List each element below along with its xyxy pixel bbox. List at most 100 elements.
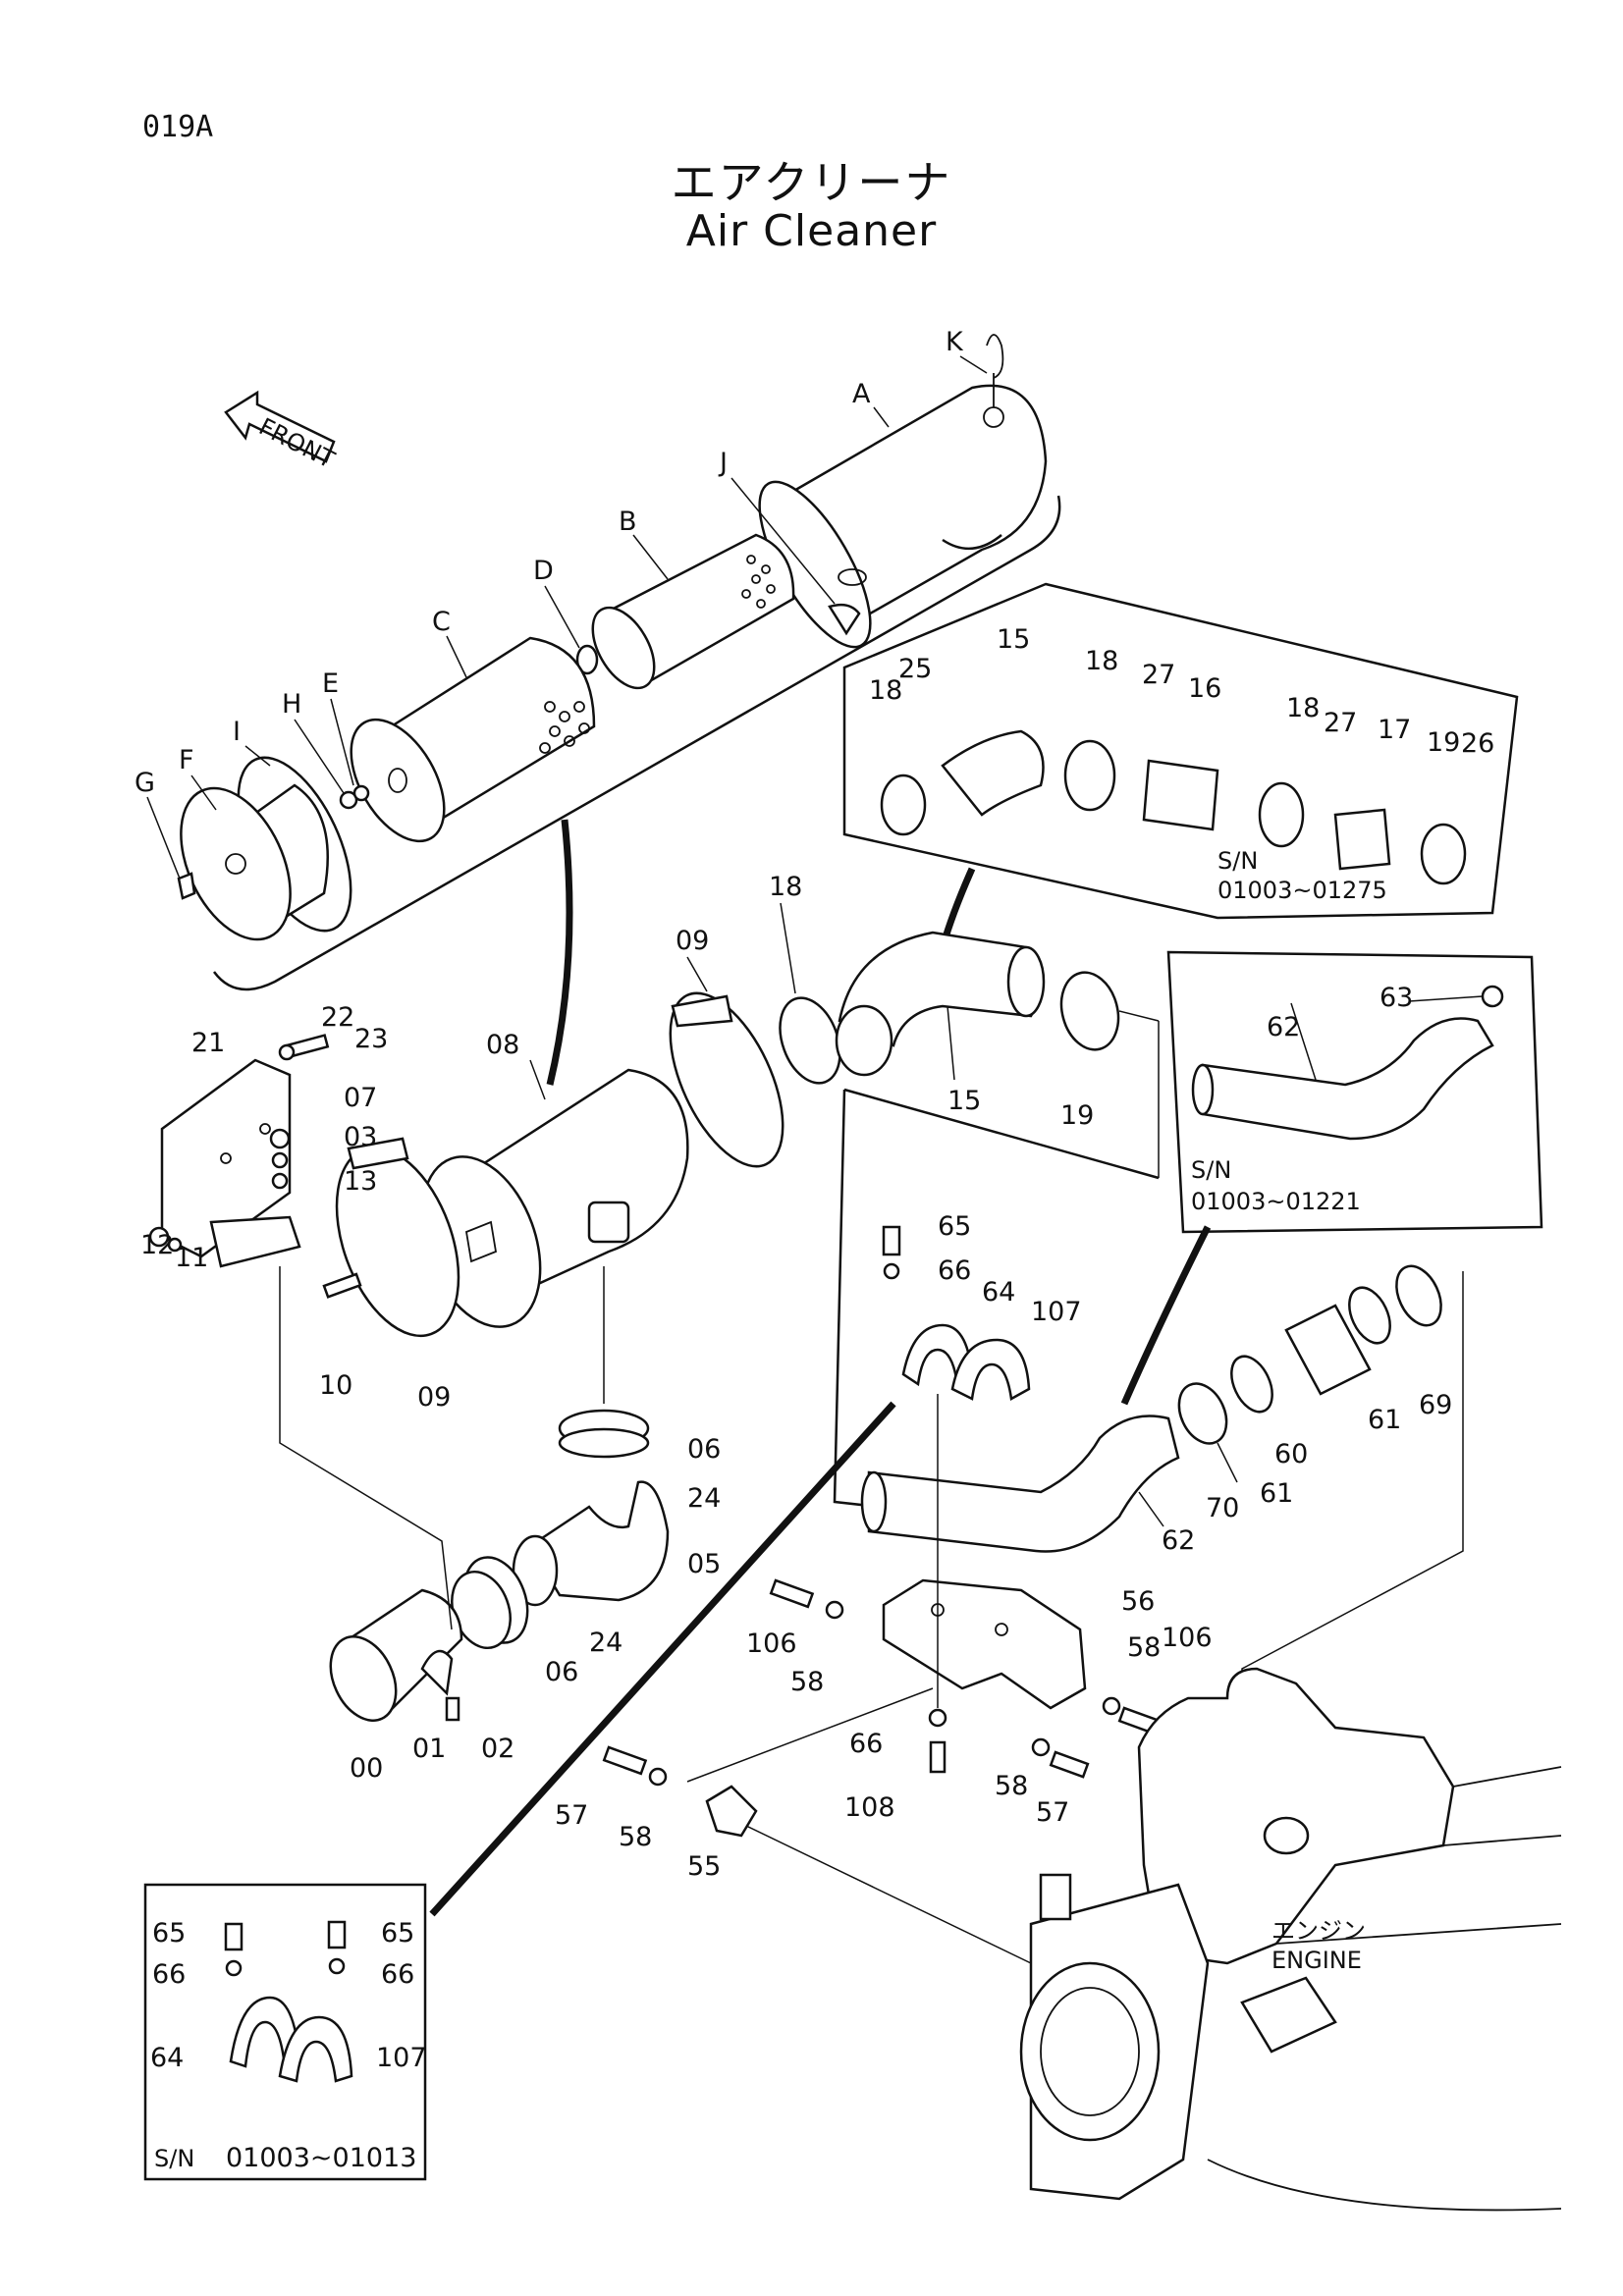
plate-55-line — [686, 1687, 1032, 1964]
leader-lines — [146, 355, 1484, 1527]
callout-69: 69 — [1419, 1390, 1452, 1420]
callout-108: 108 — [844, 1792, 895, 1823]
nut-07 — [269, 1128, 291, 1149]
nut-g — [177, 872, 196, 900]
callout-25: 25 — [898, 654, 932, 684]
front-arrow: FRONT — [224, 390, 339, 474]
cover-f — [180, 783, 329, 941]
callout-106b: 106 — [1162, 1623, 1213, 1653]
callout-65c: 65 — [381, 1918, 414, 1949]
elbow-15-mid — [835, 931, 1046, 1077]
callout-e: E — [322, 668, 339, 699]
callout-24b: 24 — [589, 1628, 622, 1658]
inset-mid-frame — [1166, 950, 1543, 1234]
front-label: FRONT — [254, 412, 339, 473]
callout-00: 00 — [350, 1753, 383, 1784]
page-id: 019A — [142, 110, 214, 144]
callout-11: 11 — [175, 1243, 208, 1273]
bracket-21 — [160, 1058, 301, 1268]
callout-08: 08 — [486, 1030, 519, 1060]
callout-10: 10 — [319, 1370, 352, 1401]
hose-60 — [1284, 1304, 1372, 1396]
callout-107b: 107 — [376, 2043, 427, 2073]
pipe-00 — [329, 1588, 463, 1722]
callout-18a: 18 — [869, 675, 902, 706]
nut-12 — [148, 1226, 170, 1248]
element-c — [350, 636, 596, 843]
callout-61a: 61 — [1260, 1478, 1293, 1509]
bracket-group-64-107 — [882, 1225, 1031, 1401]
callout-70: 70 — [1206, 1493, 1239, 1523]
callout-65a: 65 — [938, 1211, 971, 1242]
engine-label-jp: エンジン — [1271, 1917, 1366, 1945]
housing-a — [758, 384, 1048, 649]
inset-lower-parts — [224, 1920, 353, 2083]
pipe-62 — [860, 1415, 1180, 1553]
callout-55: 55 — [687, 1851, 721, 1882]
callout-22: 22 — [321, 1002, 354, 1033]
callout-15b: 15 — [947, 1086, 981, 1116]
nut-d — [575, 644, 599, 675]
washer-13 — [271, 1172, 289, 1190]
washer-11 — [167, 1237, 183, 1253]
elbow-05 — [512, 1480, 670, 1607]
callout-03: 03 — [344, 1122, 377, 1152]
callout-a: A — [852, 379, 871, 409]
connector-lower-inset — [429, 1401, 896, 1917]
element-b — [591, 533, 795, 690]
bolt-57-left — [602, 1745, 648, 1776]
clamp-18-mid — [779, 996, 841, 1085]
bracket-group-line — [279, 1266, 453, 1630]
band-24-upper — [558, 1427, 650, 1459]
callout-09a: 09 — [676, 926, 709, 956]
washer-58-lower — [1031, 1737, 1051, 1757]
assembly-bracket-upper — [212, 495, 1061, 991]
callout-58b: 58 — [1127, 1632, 1161, 1663]
callout-66c: 66 — [152, 1959, 186, 1990]
callout-58d: 58 — [995, 1771, 1028, 1801]
callout-58a: 58 — [790, 1667, 824, 1697]
inset-upper-sn-range: 01003~01275 — [1217, 877, 1387, 904]
inset-lower-sn-range: 01003~01013 — [226, 2143, 416, 2173]
clamp-19-mid — [1059, 971, 1120, 1051]
callout-02: 02 — [481, 1734, 514, 1764]
callout-01: 01 — [412, 1734, 446, 1764]
callout-13: 13 — [344, 1166, 377, 1197]
callout-19b: 19 — [1060, 1100, 1094, 1131]
clamp-09-lower-latch — [347, 1137, 409, 1170]
indicator-k — [986, 334, 1004, 407]
bolt-108 — [929, 1740, 947, 1774]
callout-60: 60 — [1274, 1439, 1308, 1469]
callout-66d: 66 — [381, 1959, 414, 1990]
callout-f: F — [179, 745, 194, 775]
inset-mid-sn-label: S/N — [1191, 1156, 1231, 1184]
callout-05: 05 — [687, 1549, 721, 1579]
callout-k: K — [946, 327, 964, 357]
callout-56: 56 — [1121, 1586, 1155, 1617]
clamp-70 — [1177, 1382, 1228, 1445]
callout-06b: 06 — [545, 1657, 578, 1687]
engine-block — [1019, 1667, 1562, 2212]
callout-26: 26 — [1461, 728, 1494, 759]
callout-labels: A B C D E F G H I J K 00 01 02 03 05 06 … — [135, 327, 1494, 2173]
inset-upper-frame — [842, 582, 1519, 920]
callout-62a: 62 — [1162, 1525, 1195, 1556]
connector-inset-mid — [1120, 1225, 1212, 1406]
inset-lower-frame — [143, 1883, 427, 2181]
plate-55 — [705, 1785, 758, 1838]
callout-64a: 64 — [982, 1277, 1015, 1308]
bolt-106-left — [769, 1578, 815, 1609]
callout-57a: 57 — [555, 1800, 588, 1831]
callout-61b: 61 — [1368, 1405, 1401, 1435]
inset-lower-sn-label: S/N — [154, 2145, 194, 2172]
clamp-09-upper-latch — [671, 994, 733, 1028]
clamp-09-upper — [669, 991, 784, 1168]
engine-label-en: ENGINE — [1271, 1947, 1362, 1974]
title-japanese: エアクリーナ — [671, 156, 952, 209]
callout-18b: 18 — [1085, 646, 1118, 676]
callout-58c: 58 — [619, 1822, 652, 1852]
callout-23: 23 — [354, 1024, 388, 1054]
inset-mid-pipe — [1191, 985, 1504, 1141]
connector-upper-to-lower — [546, 819, 573, 1086]
